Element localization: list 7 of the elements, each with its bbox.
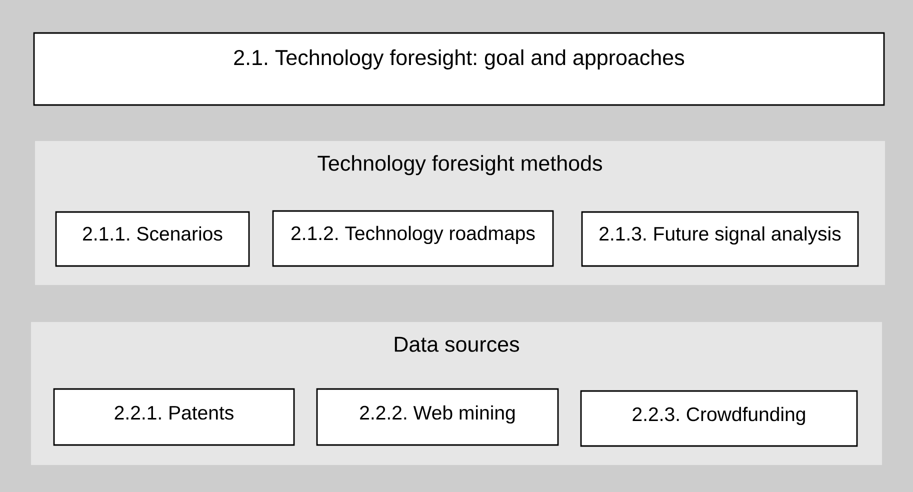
section-box: 2.1. Technology foresight: goal and approaches: [33, 32, 885, 106]
section-box: 2.2.3. Crowdfunding: [580, 390, 858, 447]
section-box: 2.2.1. Patents: [53, 388, 295, 446]
section-box: 2.2.2. Web mining: [316, 388, 559, 446]
section-box: 2.1.2. Technology roadmaps: [272, 210, 554, 267]
section-box: 2.1.3. Future signal analysis: [581, 211, 859, 267]
section-box: 2.1.1. Scenarios: [55, 211, 250, 267]
